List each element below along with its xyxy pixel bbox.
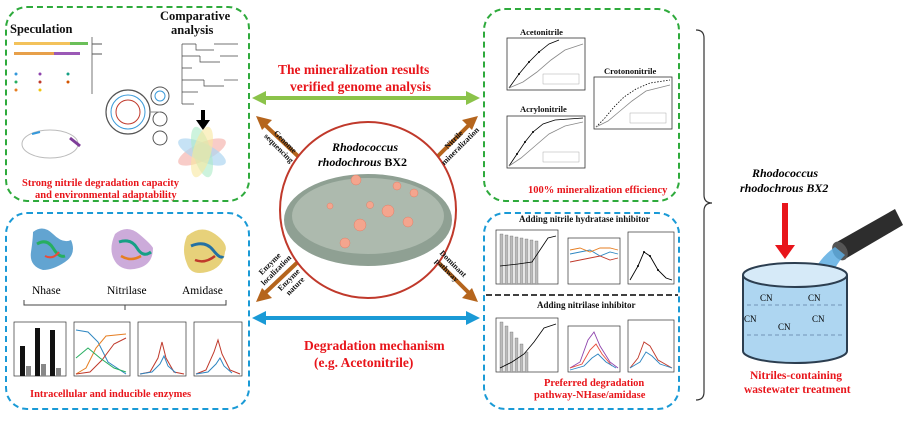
inhibitor-peak-chart-1 — [627, 231, 675, 285]
wastewater-tank — [742, 262, 848, 364]
red-down-arrow — [775, 203, 795, 259]
center-bottom-text-2: (e.g. Acetonitrile) — [314, 355, 414, 370]
blue-double-arrow — [252, 311, 480, 325]
inhibitor-bar-chart-1 — [495, 229, 559, 285]
nhase-structure-icon — [30, 228, 73, 270]
chart-acetonitrile — [506, 37, 586, 91]
chart-acetonitrile-title: Acetonitrile — [520, 27, 563, 37]
center-top-text-1: The mineralization results — [278, 62, 430, 77]
center-strain: BX2 — [384, 155, 408, 169]
enzyme-peak-chart-1 — [137, 321, 187, 377]
nhase-inhibitor-charts — [495, 229, 675, 285]
cn-label-4: CN — [778, 322, 791, 332]
chart-acrylonitrile — [506, 115, 586, 169]
speculation-title: Speculation — [10, 22, 73, 36]
cn-label-3: CN — [744, 314, 757, 324]
genome-analysis-panel — [5, 6, 250, 202]
pathway-panel — [483, 212, 680, 410]
enzyme-bar-chart — [13, 321, 67, 377]
pathway-caption-2: pathway-NHase/amidase — [534, 390, 646, 401]
panel-divider — [486, 294, 678, 296]
amidase-structure-icon — [184, 229, 226, 273]
enzyme-label-amidase: Amidase — [182, 285, 223, 297]
comparative-title-2: analysis — [171, 23, 214, 37]
comparative-title-1: Comparative — [160, 9, 231, 23]
inhibitor-peak-chart-2 — [627, 319, 675, 373]
wastewater-illustration — [742, 203, 903, 364]
center-top-text-2: verified genome analysis — [290, 79, 431, 94]
genome-figures — [14, 37, 238, 178]
enzyme-caption: Intracellular and inducible enzymes — [30, 389, 192, 400]
center-organism-1: Rhodococcus — [332, 140, 398, 154]
chart-crotononitrile-title: Crotononitrile — [604, 66, 657, 76]
genome-caption-2: and environmental adaptability — [35, 190, 177, 201]
wastewater-caption-2: wastewater treatment — [744, 384, 851, 396]
cn-label-5: CN — [812, 314, 825, 324]
chart-crotononitrile — [593, 76, 673, 130]
enzyme-line-chart — [73, 321, 131, 377]
enzyme-peak-chart-2 — [193, 321, 243, 377]
enzyme-panel — [5, 212, 250, 410]
pathway-caption-1: Preferred degradation — [544, 378, 645, 389]
nitrilase-structure-icon — [111, 229, 153, 270]
center-organism-2: rhodochrous — [318, 155, 382, 169]
nhase-inhibitor-label: Adding nitrile hydratase inhibitor — [519, 214, 650, 224]
inhibitor-bar-chart-2 — [495, 317, 559, 373]
enzyme-label-nhase: Nhase — [32, 285, 61, 297]
inhibitor-line-chart-1 — [567, 237, 621, 285]
mineralization-panel — [483, 8, 680, 202]
cn-label-1: CN — [760, 293, 773, 303]
center-organism-row: rhodochrous BX2 — [318, 155, 407, 170]
wastewater-caption-1: Nitriles-containing — [750, 370, 842, 382]
enzyme-charts — [13, 321, 243, 377]
enzyme-bracket — [23, 300, 227, 310]
right-organism-2: rhodochrous BX2 — [740, 181, 829, 195]
center-bottom-text-1: Degradation mechanism — [304, 338, 445, 353]
cn-label-2: CN — [808, 293, 821, 303]
enzyme-label-nitrilase: Nitrilase — [107, 285, 147, 297]
right-organism-1: Rhodococcus — [752, 166, 818, 180]
chart-acrylonitrile-title: Acrylonitrile — [520, 104, 567, 114]
mineralization-caption: 100% mineralization efficiency — [528, 185, 668, 196]
nitrilase-inhibitor-charts — [495, 317, 675, 373]
inhibitor-line-chart-2 — [567, 325, 621, 373]
nitrilase-inhibitor-label: Adding nitrilase inhibitor — [537, 300, 636, 310]
protein-structures — [30, 228, 226, 273]
green-double-arrow — [252, 91, 480, 105]
genome-caption-1: Strong nitrile degradation capacity — [22, 178, 180, 189]
